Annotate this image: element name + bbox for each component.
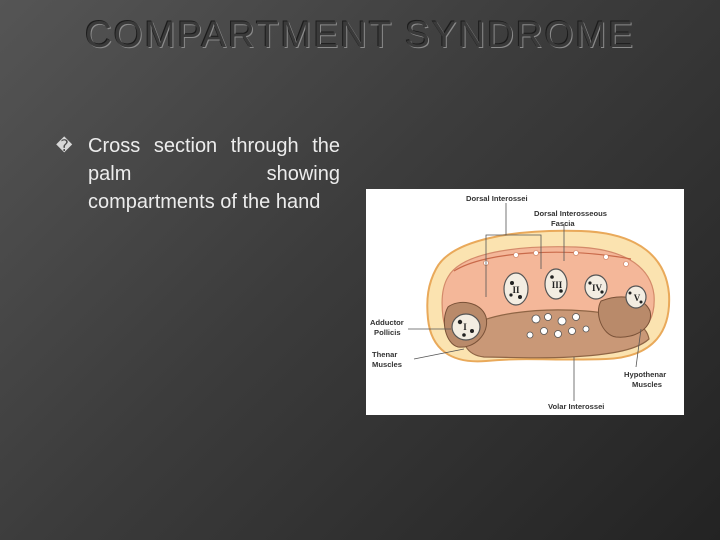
metacarpal-IV: IV: [584, 274, 608, 300]
tendon-dots: [526, 313, 590, 339]
metacarpal-IV-label: IV: [592, 283, 603, 293]
label-hypothenar-1: Hypothenar: [624, 370, 666, 379]
label-volar-interossei: Volar Interossei: [548, 402, 604, 411]
metacarpal-V-label: V: [634, 293, 641, 303]
label-dorsal-fascia-2: Fascia: [551, 219, 575, 228]
label-hypothenar-2: Muscles: [632, 380, 662, 389]
slide-title: COMPARTMENT SYNDROME: [85, 14, 635, 55]
cross-section-diagram: I II III IV V: [370, 194, 671, 411]
metacarpal-III: III: [544, 268, 568, 300]
metacarpal-III-label: III: [552, 280, 563, 290]
label-adductor-1: Adductor: [370, 318, 404, 327]
bullet-text: Cross section through the palm showing c…: [88, 135, 340, 213]
label-dorsal-interossei: Dorsal Interossei: [466, 194, 528, 203]
metacarpal-I-label: I: [463, 322, 467, 332]
label-thenar-2: Muscles: [372, 360, 402, 369]
leader-lines: [408, 203, 642, 401]
label-dorsal-fascia-1: Dorsal Interosseous: [534, 209, 607, 218]
label-thenar-1: Thenar: [372, 350, 397, 359]
label-adductor-2: Pollicis: [374, 328, 401, 337]
bullet-icon: �: [56, 136, 73, 155]
hand-cross-section-figure: I II III IV V: [366, 189, 684, 415]
metacarpal-II-label: II: [512, 285, 520, 295]
metacarpal-I: I: [451, 313, 481, 341]
metacarpal-II: II: [503, 272, 529, 306]
metacarpal-V: V: [625, 285, 647, 309]
